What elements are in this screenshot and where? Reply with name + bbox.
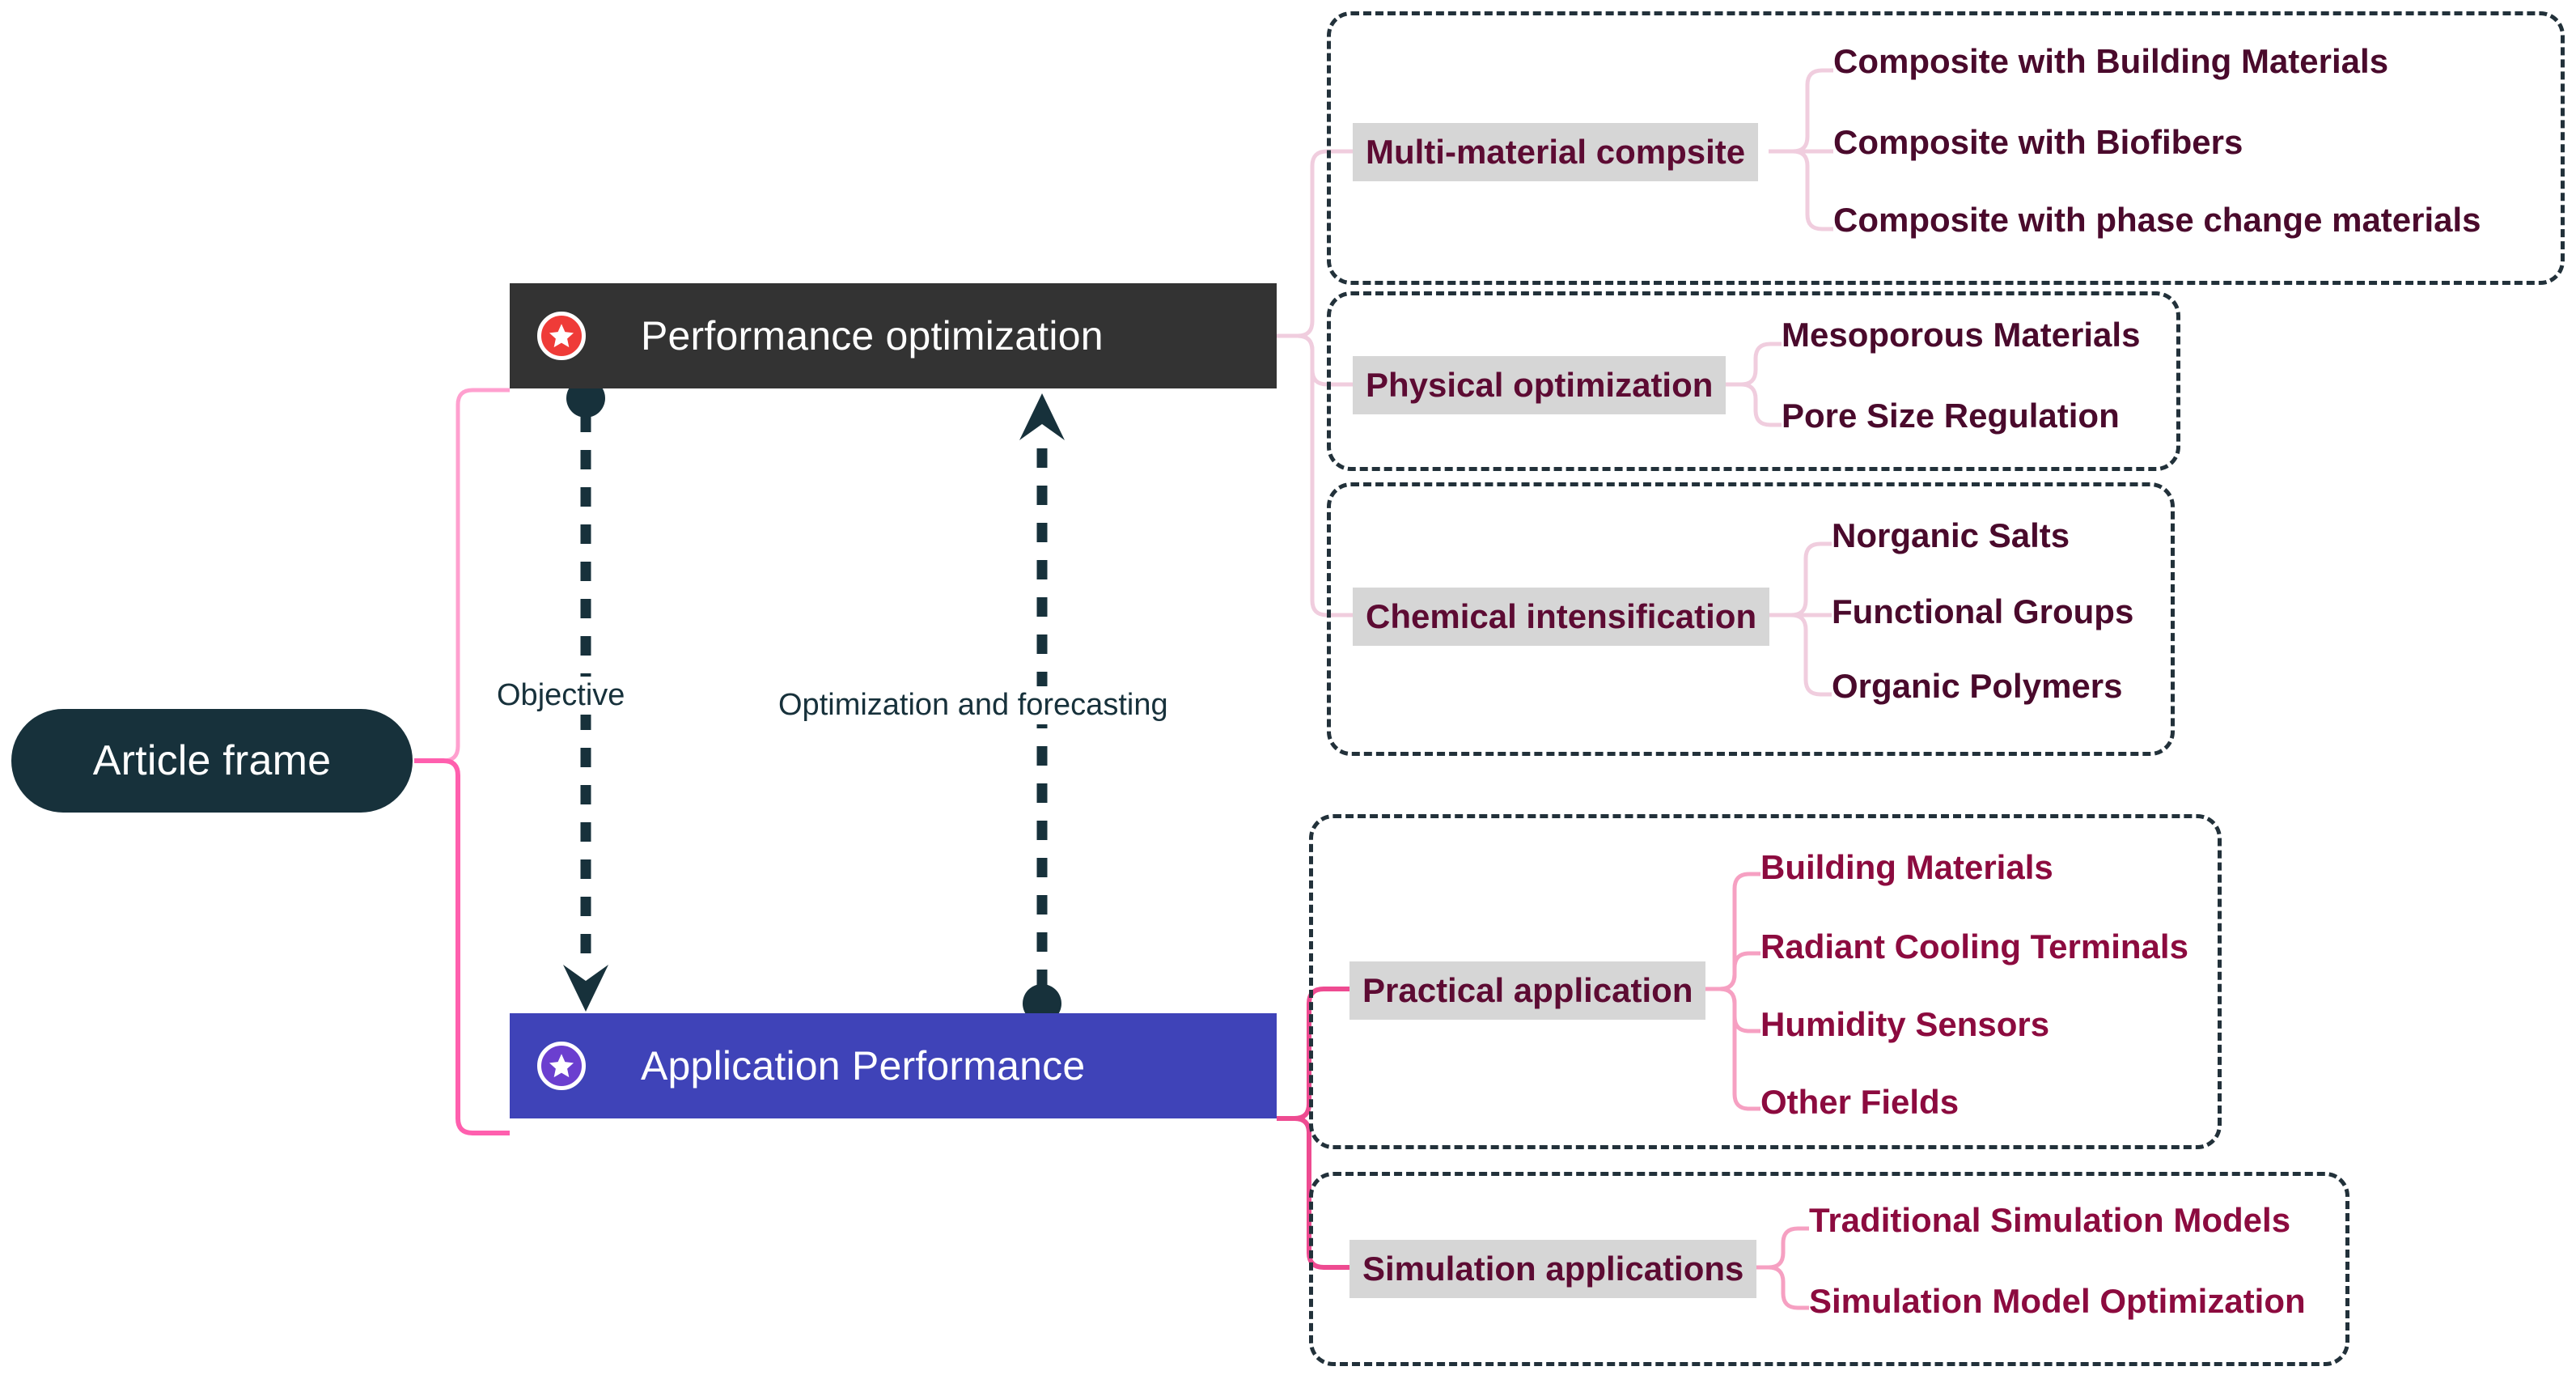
- branch-chemical-intensification[interactable]: Chemical intensification: [1353, 588, 1770, 647]
- node-performance-optimization-label: Performance optimization: [641, 313, 1104, 359]
- objective-edge-arrowhead: [563, 965, 608, 1012]
- branch-practical-application[interactable]: Practical application: [1349, 961, 1706, 1021]
- leaf-radiant-cooling-terminals[interactable]: Radiant Cooling Terminals: [1760, 927, 2188, 965]
- leaf-composite-with-phase-change-materials[interactable]: Composite with phase change materials: [1833, 201, 2481, 239]
- optimization-edge-arrowhead: [1019, 393, 1065, 440]
- leaf-simulation-model-optimization[interactable]: Simulation Model Optimization: [1809, 1282, 2306, 1320]
- group-chemical-intensification: [1327, 482, 2175, 756]
- leaf-traditional-simulation-models[interactable]: Traditional Simulation Models: [1809, 1201, 2291, 1239]
- leaf-norganic-salts[interactable]: Norganic Salts: [1832, 516, 2070, 554]
- branch-multi-material-composite[interactable]: Multi-material compsite: [1353, 123, 1759, 182]
- node-application-performance-label: Application Performance: [641, 1043, 1086, 1089]
- star-badge-purple-icon: [537, 1042, 586, 1090]
- branch-physical-optimization[interactable]: Physical optimization: [1353, 356, 1727, 415]
- leaf-functional-groups[interactable]: Functional Groups: [1832, 592, 2134, 630]
- leaf-mesoporous-materials[interactable]: Mesoporous Materials: [1782, 316, 2141, 354]
- branch-simulation-applications[interactable]: Simulation applications: [1349, 1240, 1757, 1299]
- leaf-pore-size-regulation[interactable]: Pore Size Regulation: [1782, 397, 2120, 435]
- root-node-label: Article frame: [92, 737, 332, 784]
- edge-root-to-application: [414, 758, 510, 1135]
- leaf-composite-with-building-materials[interactable]: Composite with Building Materials: [1833, 42, 2389, 80]
- leaf-organic-polymers[interactable]: Organic Polymers: [1832, 667, 2123, 705]
- leaf-other-fields[interactable]: Other Fields: [1760, 1083, 1960, 1121]
- group-multi-material-composite: [1327, 11, 2565, 285]
- leaf-building-materials[interactable]: Building Materials: [1760, 848, 2053, 886]
- star-badge-red-icon: [537, 312, 586, 360]
- edge-label-optimization: Optimization and forecasting: [770, 686, 1176, 724]
- root-node-article-frame[interactable]: Article frame: [11, 709, 413, 813]
- node-performance-optimization[interactable]: Performance optimization: [510, 283, 1277, 388]
- leaf-humidity-sensors[interactable]: Humidity Sensors: [1760, 1005, 2050, 1043]
- group-practical-application: [1309, 814, 2222, 1149]
- node-application-performance[interactable]: Application Performance: [510, 1013, 1277, 1118]
- leaf-composite-with-biofibers[interactable]: Composite with Biofibers: [1833, 123, 2243, 161]
- edge-label-objective: Objective: [489, 677, 633, 715]
